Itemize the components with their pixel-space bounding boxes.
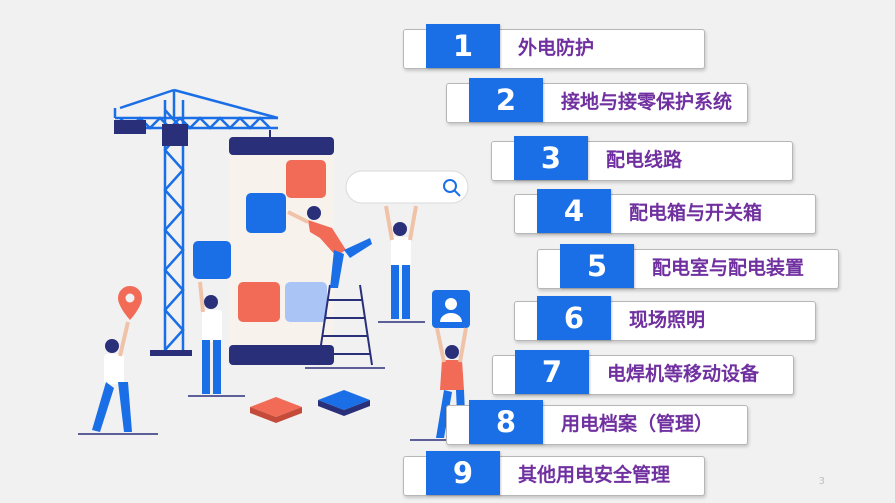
item-number: 6 bbox=[537, 296, 611, 340]
item-label: 配电线路 bbox=[606, 149, 683, 171]
menu-item[interactable]: 2 接地与接零保护系统 bbox=[446, 78, 748, 123]
item-number: 8 bbox=[469, 400, 543, 444]
menu-item[interactable]: 8 用电档案（管理） bbox=[446, 400, 748, 445]
item-label: 接地与接零保护系统 bbox=[561, 91, 733, 113]
item-label: 电焊机等移动设备 bbox=[607, 363, 760, 385]
item-number: 5 bbox=[560, 244, 634, 288]
user-profile-icon bbox=[432, 290, 470, 328]
item-number: 3 bbox=[514, 136, 588, 180]
item-number: 1 bbox=[426, 24, 500, 68]
item-label: 外电防护 bbox=[518, 37, 595, 59]
page-number: 3 bbox=[818, 476, 825, 487]
item-number: 2 bbox=[469, 78, 543, 122]
menu-item[interactable]: 6 现场照明 bbox=[514, 296, 816, 341]
menu-item[interactable]: 3 配电线路 bbox=[491, 136, 793, 181]
map-pin-icon bbox=[118, 286, 142, 320]
item-label: 现场照明 bbox=[629, 309, 706, 331]
menu-item[interactable]: 9 其他用电安全管理 bbox=[403, 451, 705, 496]
menu-item[interactable]: 7 电焊机等移动设备 bbox=[492, 350, 794, 395]
item-label: 配电箱与开关箱 bbox=[629, 202, 763, 224]
item-label: 配电室与配电装置 bbox=[652, 257, 805, 279]
search-icon bbox=[443, 179, 461, 197]
item-label: 其他用电安全管理 bbox=[518, 464, 671, 486]
menu-item[interactable]: 5 配电室与配电装置 bbox=[537, 244, 839, 289]
item-label: 用电档案（管理） bbox=[561, 413, 714, 435]
construction-illustration bbox=[78, 88, 490, 441]
item-number: 7 bbox=[515, 350, 589, 394]
menu-item[interactable]: 1 外电防护 bbox=[403, 24, 705, 69]
item-number: 4 bbox=[537, 189, 611, 233]
menu-item[interactable]: 4 配电箱与开关箱 bbox=[514, 189, 816, 234]
item-number: 9 bbox=[426, 451, 500, 495]
